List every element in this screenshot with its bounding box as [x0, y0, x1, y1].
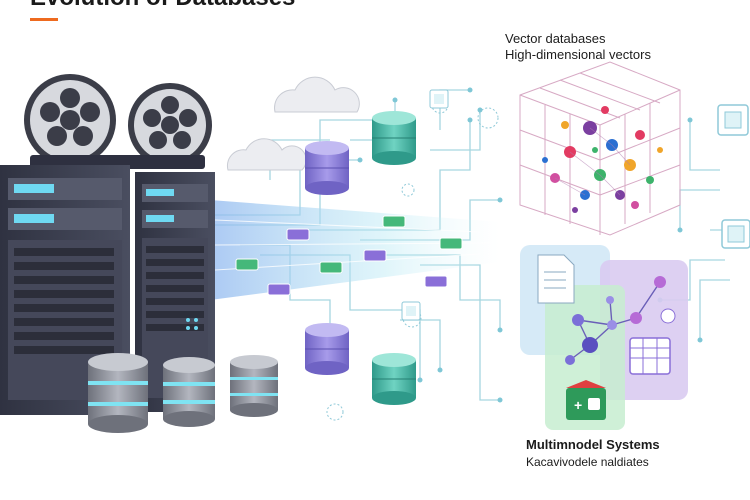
calendar-grid-icon	[629, 337, 671, 375]
chip-icon	[721, 219, 750, 249]
cube-icon	[519, 61, 681, 236]
multimodel-panel-subtitle: Kacavivodele naldiates	[526, 455, 649, 469]
database-icon	[163, 357, 215, 427]
chip-icon	[717, 104, 749, 136]
vector-panel-subtitle: High-dimensional vectors	[505, 47, 651, 62]
key-value-icon: +	[566, 380, 606, 420]
chip-icon	[401, 301, 421, 321]
document-icon	[537, 254, 575, 304]
graph-node-icon	[565, 276, 676, 365]
database-icon	[372, 353, 416, 405]
database-icon	[230, 355, 278, 417]
database-icon	[305, 323, 349, 375]
title-accent-bar	[30, 18, 58, 21]
multimodel-panel-title: Multimnodel Systems	[526, 437, 660, 452]
svg-text:+: +	[574, 397, 582, 413]
vector-links	[554, 127, 631, 196]
database-icon	[305, 141, 349, 195]
vector-panel-title: Vector databases	[505, 31, 606, 46]
chip-icon	[429, 89, 449, 109]
data-packets	[235, 215, 463, 296]
data-stream-beam	[210, 200, 500, 300]
cloud-icon	[226, 138, 307, 171]
page-title: Evolution of Databases	[30, 0, 295, 12]
film-reel-icon	[128, 83, 212, 167]
database-icon	[88, 353, 148, 433]
cloud-icon	[274, 76, 360, 113]
database-icon	[372, 111, 416, 165]
film-reel-icon	[24, 74, 116, 166]
